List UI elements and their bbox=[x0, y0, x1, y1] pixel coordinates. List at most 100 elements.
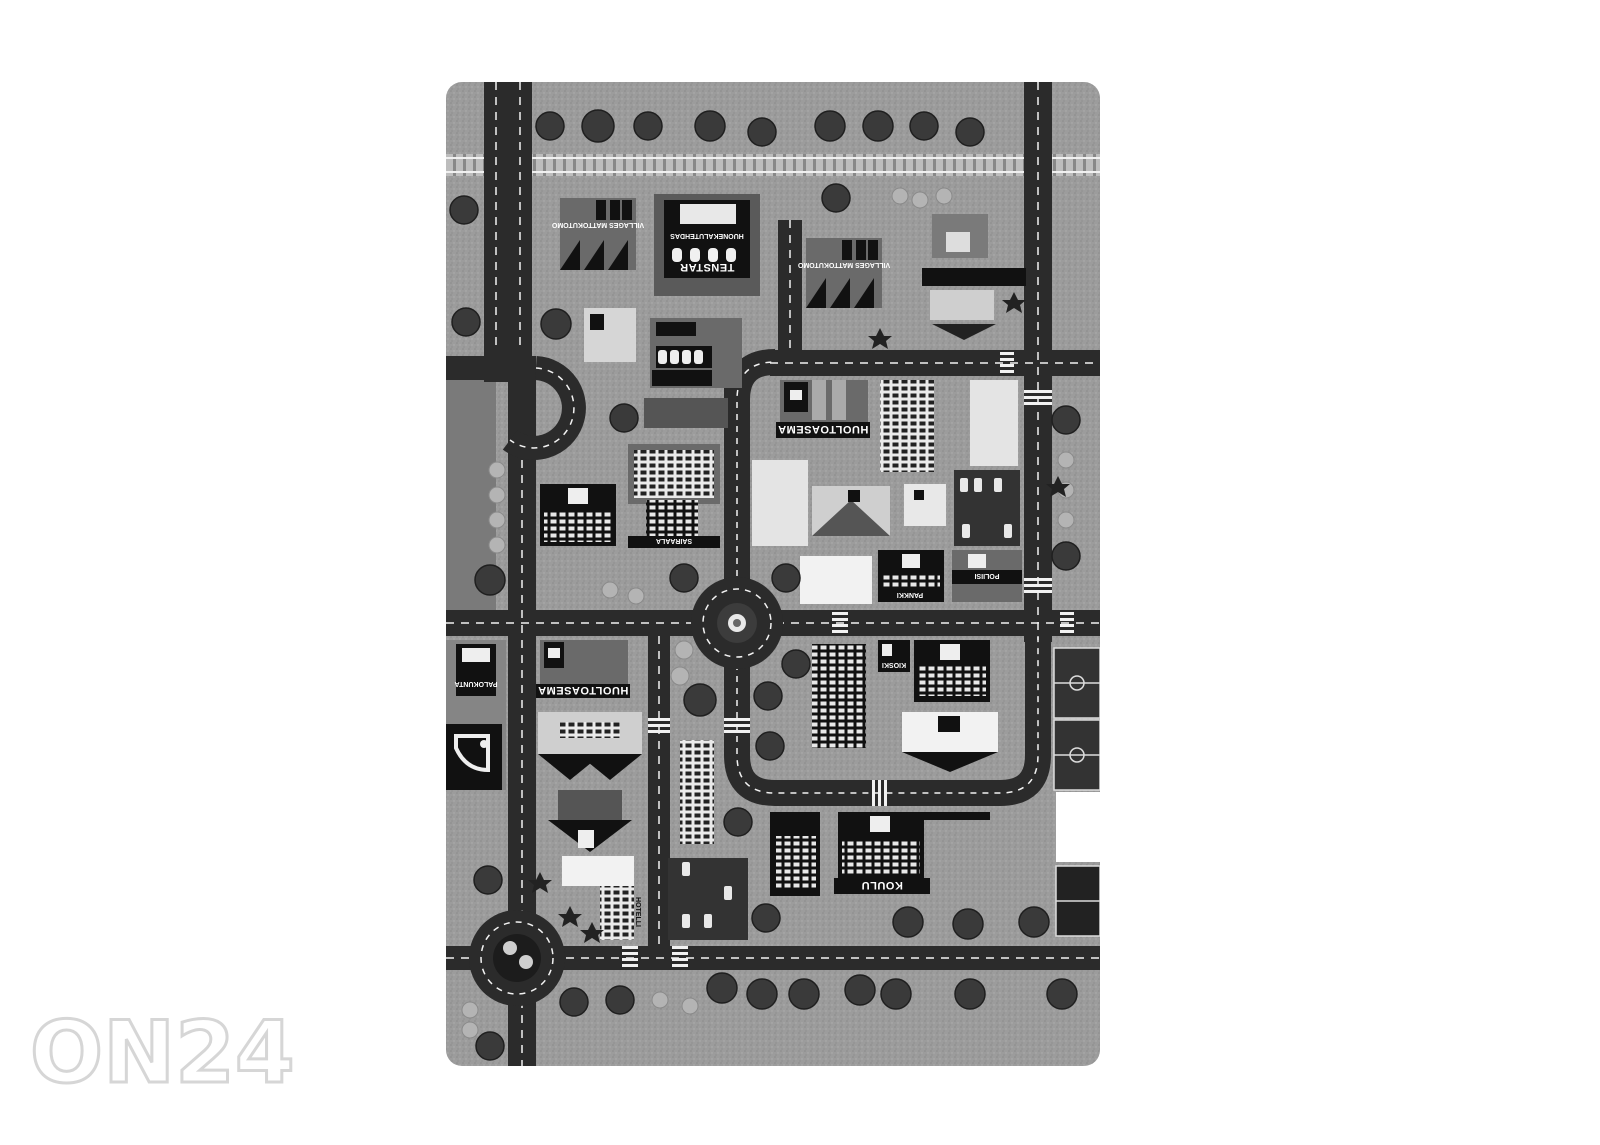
tree bbox=[955, 117, 985, 147]
furniture-store: TENSTAR HUONEKALUTEHDAS bbox=[654, 194, 760, 296]
crosswalk bbox=[1000, 352, 1014, 373]
tree bbox=[723, 807, 753, 837]
townhouses bbox=[538, 712, 642, 780]
crosswalks bbox=[622, 352, 1074, 967]
shrub bbox=[558, 906, 582, 927]
kiosk: KIOSKI bbox=[878, 640, 910, 672]
tree bbox=[747, 117, 777, 147]
tree bbox=[814, 110, 846, 142]
tree bbox=[781, 649, 811, 679]
school-label: KOULU bbox=[861, 879, 903, 891]
tree bbox=[892, 906, 924, 938]
crosswalk bbox=[622, 946, 638, 967]
crosswalk bbox=[1024, 578, 1052, 593]
tree bbox=[540, 308, 572, 340]
crosswalk bbox=[724, 718, 750, 733]
villa bbox=[902, 712, 998, 772]
tree bbox=[1051, 541, 1081, 571]
parking-lot bbox=[644, 398, 728, 428]
road-left-vertical bbox=[484, 82, 532, 382]
tree bbox=[788, 978, 820, 1010]
shop-building bbox=[650, 318, 742, 388]
tree bbox=[706, 972, 738, 1004]
apartment-block bbox=[880, 380, 934, 472]
school: KOULU bbox=[834, 812, 990, 894]
crosswalk bbox=[648, 718, 670, 733]
shrub bbox=[868, 328, 892, 349]
apartment-tower bbox=[680, 740, 714, 844]
roundabout-center bbox=[691, 577, 783, 669]
service-station-1-label: HUOLTOASEMA bbox=[778, 423, 869, 435]
tree bbox=[954, 978, 986, 1010]
carpet-factory-2: VILLAGES MATTOKUTOMO bbox=[797, 238, 890, 308]
crosswalk bbox=[672, 946, 688, 967]
trees bbox=[449, 109, 1081, 1061]
tree bbox=[669, 563, 699, 593]
white-building bbox=[800, 556, 872, 604]
tree bbox=[605, 985, 635, 1015]
bank: PANKKI bbox=[878, 550, 944, 602]
tree bbox=[755, 731, 785, 761]
service-station-2-label: HUOLTOASEMA bbox=[538, 684, 629, 696]
tree bbox=[694, 110, 726, 142]
roundabout-bottom-left bbox=[469, 910, 565, 1006]
tree bbox=[559, 987, 589, 1017]
star-shrubs bbox=[528, 292, 1070, 943]
tree bbox=[683, 683, 717, 717]
police-station: POLIISI bbox=[952, 550, 1022, 602]
hospital-label: SAIRAALA bbox=[656, 537, 692, 544]
tree bbox=[821, 183, 851, 213]
crosswalk bbox=[1024, 390, 1052, 405]
tree bbox=[475, 1031, 505, 1061]
tree bbox=[581, 109, 615, 143]
hospital: SAIRAALA bbox=[628, 444, 720, 548]
small-house bbox=[548, 790, 632, 852]
tree bbox=[474, 564, 506, 596]
shrub bbox=[528, 872, 552, 893]
parking-lot bbox=[752, 460, 808, 546]
school-small bbox=[770, 812, 820, 896]
crosswalk bbox=[832, 612, 848, 633]
logo-sign bbox=[446, 724, 502, 790]
tree bbox=[633, 111, 663, 141]
hotel: HOTELLI bbox=[562, 856, 641, 940]
crosswalk bbox=[1060, 612, 1074, 633]
tree bbox=[952, 908, 984, 940]
parking-area bbox=[970, 380, 1018, 466]
tree bbox=[609, 403, 639, 433]
tree bbox=[1051, 405, 1081, 435]
tree bbox=[844, 974, 876, 1006]
tree bbox=[473, 865, 503, 895]
residential-houses bbox=[812, 484, 946, 536]
railway-station bbox=[922, 214, 1026, 340]
office-tower bbox=[812, 644, 866, 748]
shrub bbox=[1046, 476, 1070, 497]
carpet-factory-2-label: VILLAGES MATTOKUTOMO bbox=[797, 261, 890, 268]
furniture-store-label: HUONEKALUTEHDAS bbox=[670, 232, 744, 239]
fire-station: PALOKUNTA bbox=[455, 644, 498, 696]
kiosk-label: KIOSKI bbox=[882, 661, 906, 668]
tree bbox=[1046, 978, 1078, 1010]
watermark: ON24 bbox=[30, 1003, 295, 1103]
tree bbox=[862, 110, 894, 142]
white-court bbox=[1056, 792, 1100, 862]
tree bbox=[753, 681, 783, 711]
carpet-factory-1-label: VILLAGES MATTOKUTOMO bbox=[551, 221, 644, 228]
carpet-factory-1: VILLAGES MATTOKUTOMO bbox=[551, 198, 644, 270]
bushes bbox=[461, 187, 1075, 1039]
service-station-2: HUOLTOASEMA bbox=[536, 640, 630, 698]
tree bbox=[1018, 906, 1050, 938]
tree bbox=[535, 111, 565, 141]
hotel-label: HOTELLI bbox=[634, 897, 641, 927]
tree bbox=[449, 195, 479, 225]
big-house bbox=[914, 640, 990, 702]
tree bbox=[746, 978, 778, 1010]
tree bbox=[451, 307, 481, 337]
fire-station-label: PALOKUNTA bbox=[455, 680, 498, 687]
furniture-store-name: TENSTAR bbox=[680, 261, 735, 273]
shrub bbox=[1002, 292, 1026, 313]
service-station-1: HUOLTOASEMA bbox=[776, 380, 870, 438]
house-block bbox=[540, 484, 616, 546]
tree bbox=[751, 903, 781, 933]
